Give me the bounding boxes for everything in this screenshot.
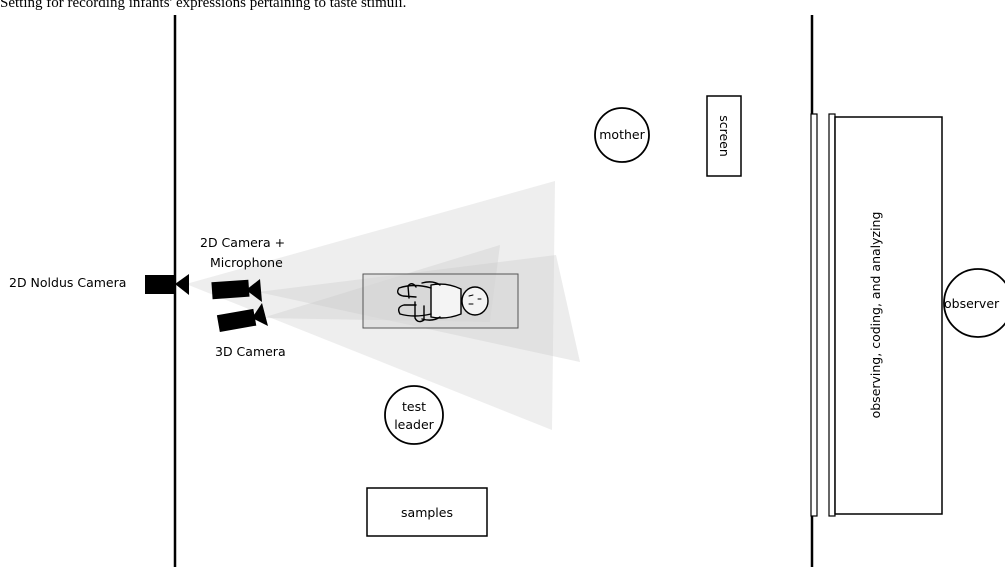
figure-caption: Setting for recording infants' expressio… (0, 0, 407, 11)
test-leader-seat: test leader (384, 385, 444, 445)
observing-panel-label: observing, coding, and analyzing (868, 212, 883, 419)
observer-label: observer (944, 296, 1000, 311)
3d-camera-icon (216, 303, 268, 332)
samples-box: samples (366, 487, 488, 537)
samples-label: samples (401, 505, 453, 520)
infant-icon (396, 281, 489, 323)
2d-camera-label-line1: 2D Camera + (200, 235, 285, 250)
observation-desk: observing, coding, and analyzing (834, 116, 943, 515)
one-way-mirror (810, 113, 836, 517)
test-leader-label-line2: leader (394, 417, 434, 432)
screen-label: screen (717, 115, 732, 157)
screen-box: screen (706, 95, 742, 177)
3d-camera-label: 3D Camera (215, 344, 286, 359)
2d-camera-microphone-icon (211, 279, 262, 302)
mother-seat: mother (594, 107, 650, 163)
mother-label: mother (599, 127, 645, 142)
test-leader-label-line1: test (402, 399, 426, 414)
observer-seat: observer (943, 268, 1005, 338)
noldus-camera-icon (145, 274, 189, 295)
2d-camera-label-line2: Microphone (210, 255, 283, 270)
noldus-camera-label: 2D Noldus Camera (9, 275, 126, 290)
